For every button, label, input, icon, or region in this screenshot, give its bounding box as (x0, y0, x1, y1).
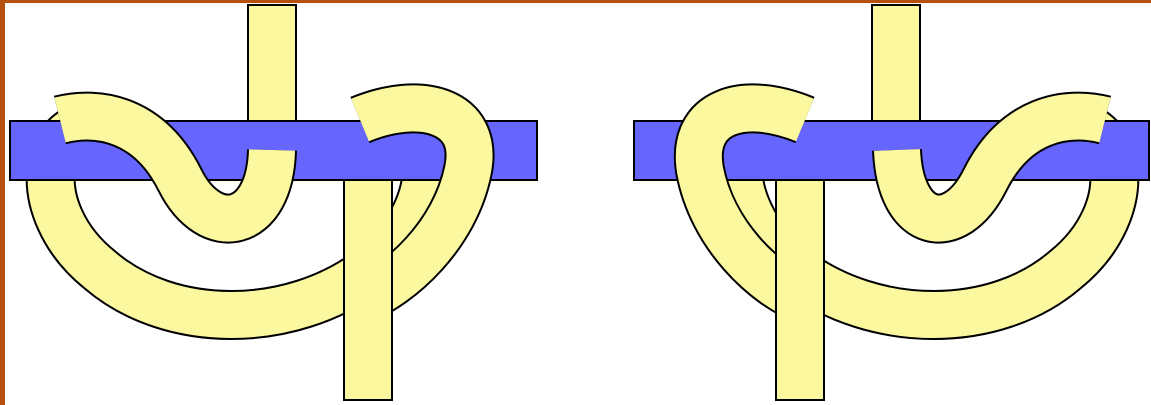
knot-panel-right (634, 5, 1149, 400)
frame-left-border (0, 0, 5, 405)
frame-top-border (0, 0, 1151, 3)
rope-vertical-lower-left (344, 180, 392, 400)
knot-panel-left (10, 5, 537, 400)
rope-vertical-lower-right (776, 180, 824, 400)
